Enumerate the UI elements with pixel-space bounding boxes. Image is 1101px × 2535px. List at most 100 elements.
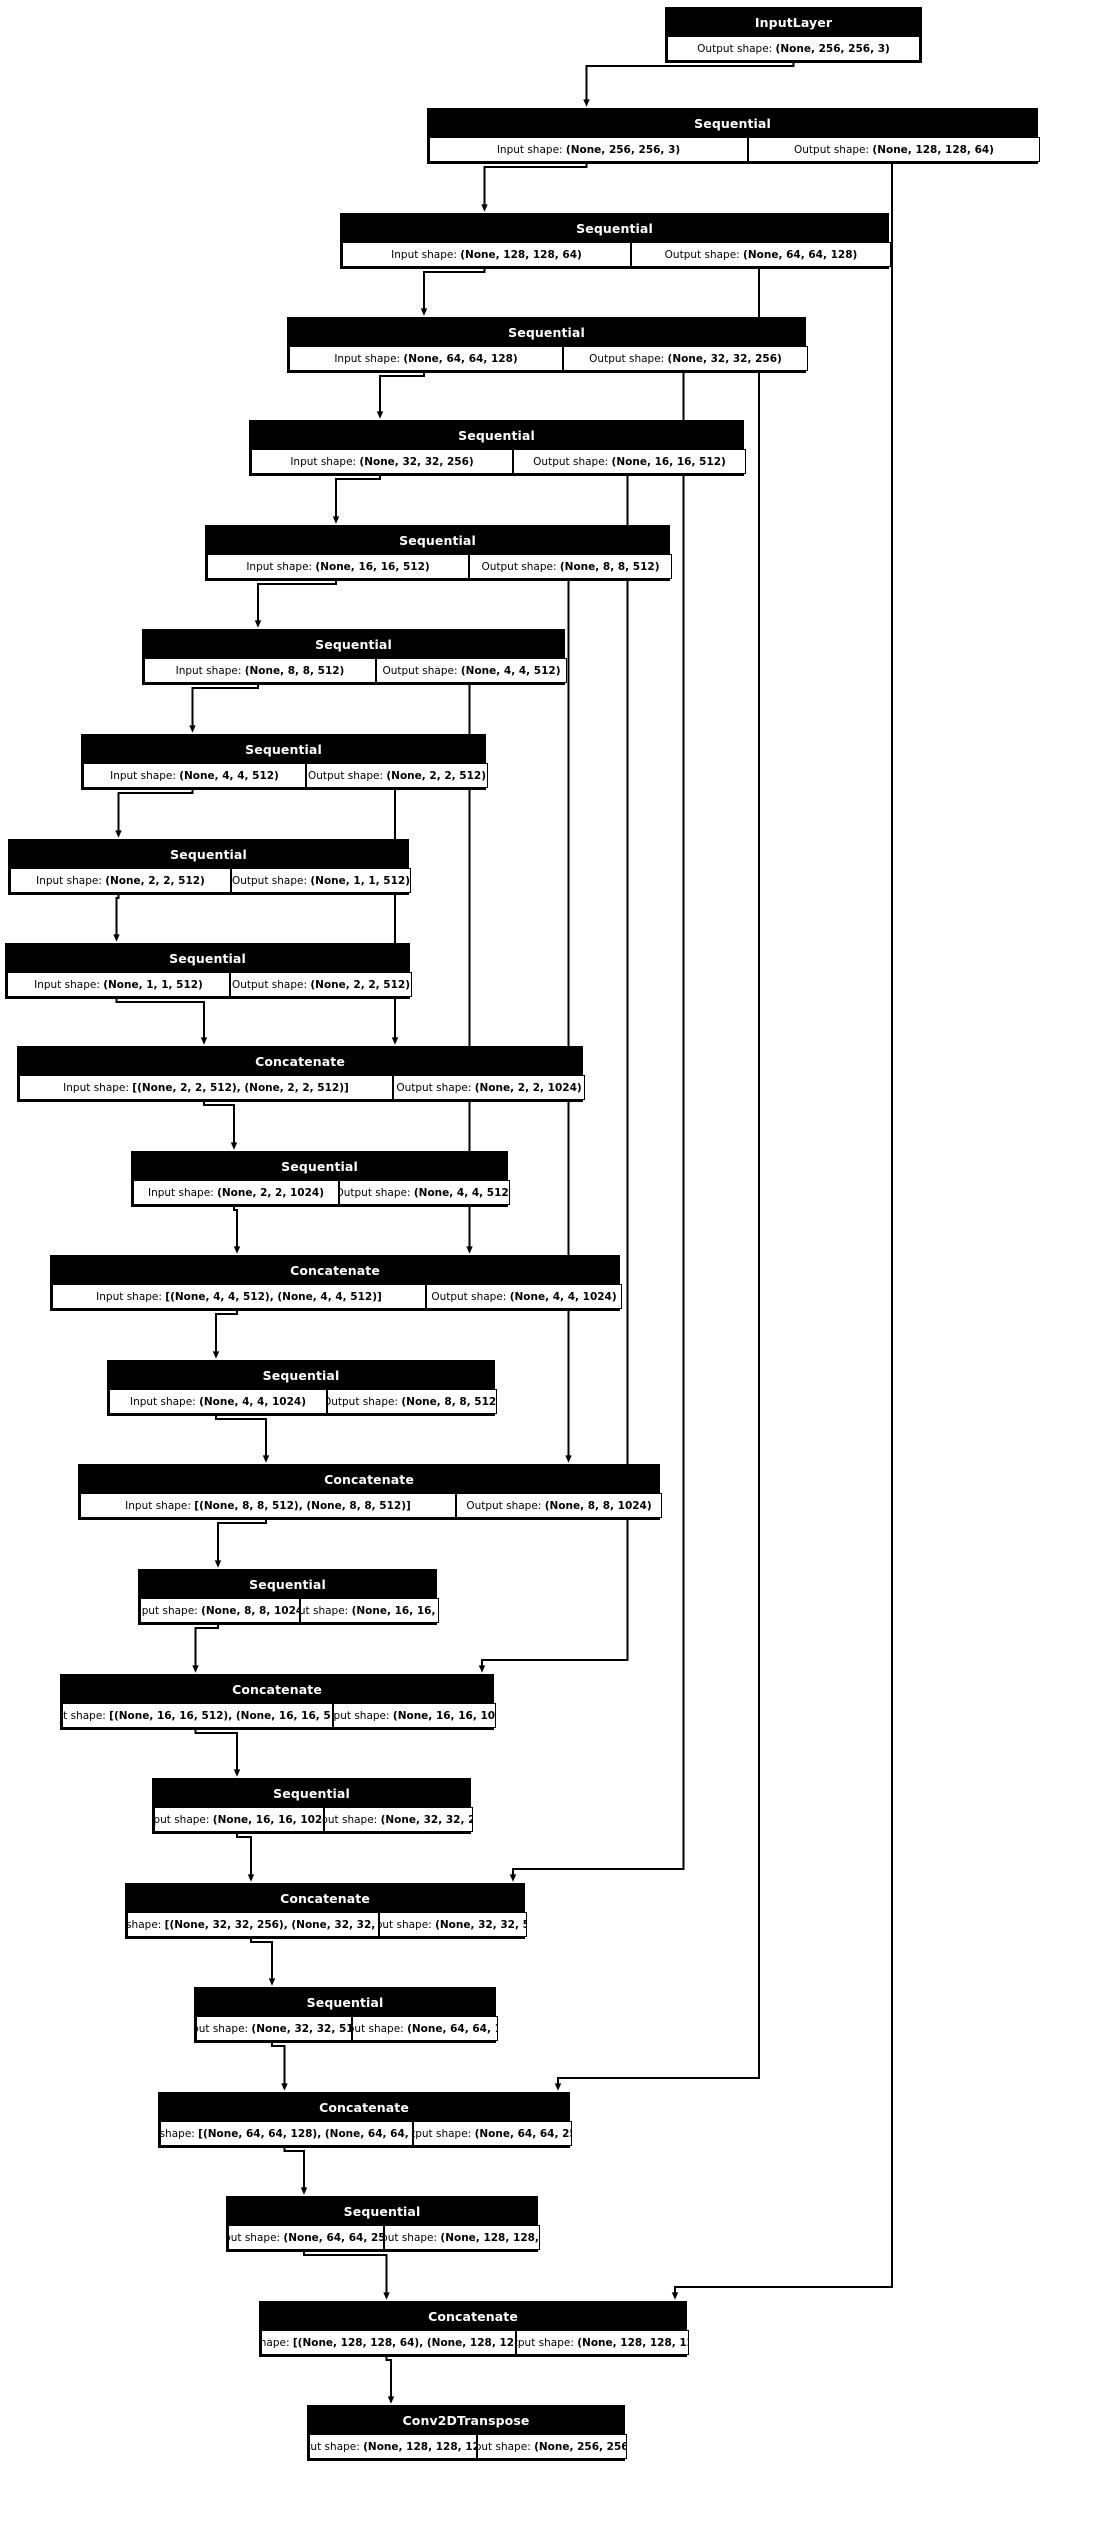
input-shape-prefix: Input shape:: [310, 2440, 360, 2453]
layer-shape-row: Input shape: (None, 8, 8, 1024)Output sh…: [140, 1598, 439, 1623]
layer-type-label: Sequential: [251, 422, 742, 449]
output-shape-cell: Output shape: (None, 2, 2, 512): [230, 972, 412, 997]
layer-shape-row: Input shape: [(None, 8, 8, 512), (None, …: [80, 1493, 662, 1518]
layer-type-label: Sequential: [144, 631, 563, 658]
input-shape-value: [(None, 16, 16, 512), (None, 16, 16, 512…: [109, 1709, 333, 1722]
layer-shape-row: Input shape: [(None, 32, 32, 256), (None…: [127, 1912, 527, 1937]
output-shape-cell: Output shape: (None, 128, 128, 64): [748, 137, 1040, 162]
output-shape-prefix: Output shape:: [533, 455, 609, 468]
output-shape-cell: Output shape: (None, 32, 32, 256): [324, 1807, 473, 1832]
input-shape-value: [(None, 4, 4, 512), (None, 4, 4, 512)]: [165, 1290, 382, 1303]
input-shape-prefix: Input shape:: [141, 1604, 198, 1617]
input-shape-value: (None, 32, 32, 512): [251, 2022, 351, 2035]
input-shape-cell: Input shape: (None, 2, 2, 512): [10, 868, 231, 893]
output-shape-prefix: Output shape:: [466, 1499, 542, 1512]
output-shape-prefix: Output shape:: [414, 2127, 472, 2140]
output-shape-prefix: Output shape:: [339, 1186, 411, 1199]
output-shape-value: (None, 64, 64, 128): [743, 248, 858, 261]
input-shape-prefix: Input shape:: [261, 2336, 290, 2349]
layer-type-label: Sequential: [83, 736, 484, 763]
connector-arrow: [671, 160, 893, 2300]
input-shape-prefix: Input shape:: [63, 1081, 129, 1094]
layer-shape-row: Input shape: [(None, 64, 64, 128), (None…: [160, 2121, 572, 2146]
input-shape-cell: Input shape: [(None, 8, 8, 512), (None, …: [80, 1493, 456, 1518]
layer-shape-row: Input shape: [(None, 16, 16, 512), (None…: [62, 1703, 496, 1728]
output-shape-value: (None, 8, 8, 512): [401, 1395, 497, 1408]
output-shape-value: (None, 4, 4, 512): [413, 1186, 510, 1199]
input-shape-prefix: Input shape:: [391, 248, 457, 261]
layer-shape-row: Input shape: (None, 2, 2, 1024)Output sh…: [133, 1180, 510, 1205]
layer-shape-row: Input shape: (None, 64, 64, 256)Output s…: [228, 2225, 540, 2250]
layer-shape-row: Input shape: (None, 256, 256, 3)Output s…: [429, 137, 1040, 162]
input-shape-prefix: Input shape:: [127, 1918, 162, 1931]
layer-shape-row: Input shape: (None, 4, 4, 1024)Output sh…: [109, 1389, 497, 1414]
input-shape-value: [(None, 32, 32, 256), (None, 32, 32, 256…: [164, 1918, 378, 1931]
input-shape-cell: Input shape: [(None, 32, 32, 256), (None…: [127, 1912, 379, 1937]
output-shape-cell: Output shape: (None, 256, 256, 3): [667, 36, 920, 61]
output-shape-prefix: Output shape:: [353, 2022, 404, 2035]
input-shape-prefix: Input shape:: [147, 1186, 214, 1199]
connector-arrow: [254, 577, 337, 628]
output-shape-value: (None, 16, 16, 1024): [392, 1709, 496, 1722]
output-shape-prefix: Output shape:: [794, 143, 870, 156]
input-shape-value: (None, 2, 2, 1024): [217, 1186, 325, 1199]
input-shape-cell: Input shape: (None, 2, 2, 1024): [133, 1180, 339, 1205]
input-shape-prefix: Input shape:: [34, 978, 100, 991]
output-shape-cell: Output shape: (None, 64, 64, 128): [352, 2016, 498, 2041]
input-shape-value: (None, 16, 16, 1024): [212, 1813, 324, 1826]
input-shape-prefix: Input shape:: [160, 2127, 195, 2140]
output-shape-value: (None, 256, 256, 3): [775, 42, 890, 55]
output-shape-cell: Output shape: (None, 4, 4, 512): [376, 658, 567, 683]
input-shape-value: (None, 32, 32, 256): [359, 455, 474, 468]
layer-shape-row: Input shape: [(None, 128, 128, 64), (Non…: [261, 2330, 689, 2355]
output-shape-prefix: Output shape:: [231, 874, 308, 887]
output-shape-prefix: Output shape:: [327, 1395, 399, 1408]
input-shape-cell: Input shape: (None, 32, 32, 512): [196, 2016, 352, 2041]
output-shape-cell: Output shape: (None, 256, 256, 3): [477, 2434, 627, 2459]
connector-arrow: [212, 1307, 238, 1359]
output-shape-prefix: Output shape:: [396, 1081, 472, 1094]
input-shape-cell: Input shape: [(None, 64, 64, 128), (None…: [160, 2121, 413, 2146]
layer-type-label: Sequential: [109, 1362, 493, 1389]
output-shape-cell: Output shape: (None, 32, 32, 256): [563, 346, 808, 371]
connector-arrow: [303, 2248, 390, 2300]
input-shape-value: (None, 128, 128, 64): [460, 248, 582, 261]
layer-type-label: Concatenate: [19, 1048, 581, 1075]
layer-shape-row: Input shape: (None, 16, 16, 1024)Output …: [154, 1807, 473, 1832]
output-shape-value: (None, 32, 32, 512): [435, 1918, 526, 1931]
input-shape-value: (None, 4, 4, 1024): [199, 1395, 307, 1408]
output-shape-prefix: Output shape:: [478, 2440, 531, 2453]
layer-type-label: Sequential: [133, 1153, 506, 1180]
output-shape-prefix: Output shape:: [385, 2231, 438, 2244]
input-shape-cell: Input shape: [(None, 2, 2, 512), (None, …: [19, 1075, 393, 1100]
input-shape-cell: Input shape: (None, 128, 128, 128): [309, 2434, 477, 2459]
input-shape-cell: Input shape: (None, 64, 64, 256): [228, 2225, 384, 2250]
output-shape-value: (None, 16, 16, 512): [351, 1604, 438, 1617]
input-shape-prefix: Input shape:: [96, 1290, 162, 1303]
input-shape-prefix: Input shape:: [334, 352, 401, 365]
connector-arrow: [332, 472, 381, 524]
connector-arrow: [115, 786, 194, 838]
output-shape-value: (None, 2, 2, 512): [310, 978, 411, 991]
layer-type-label: Sequential: [207, 527, 668, 554]
output-shape-cell: Output shape: (None, 4, 4, 1024): [426, 1284, 622, 1309]
input-shape-cell: Input shape: [(None, 128, 128, 64), (Non…: [261, 2330, 516, 2355]
output-shape-prefix: Output shape:: [517, 2336, 574, 2349]
layer-type-label: Concatenate: [52, 1257, 618, 1284]
input-shape-cell: Input shape: (None, 8, 8, 1024): [140, 1598, 300, 1623]
input-shape-prefix: Input shape:: [175, 664, 242, 677]
connector-arrow: [250, 1935, 276, 1986]
layer-type-label: Sequential: [289, 319, 804, 346]
